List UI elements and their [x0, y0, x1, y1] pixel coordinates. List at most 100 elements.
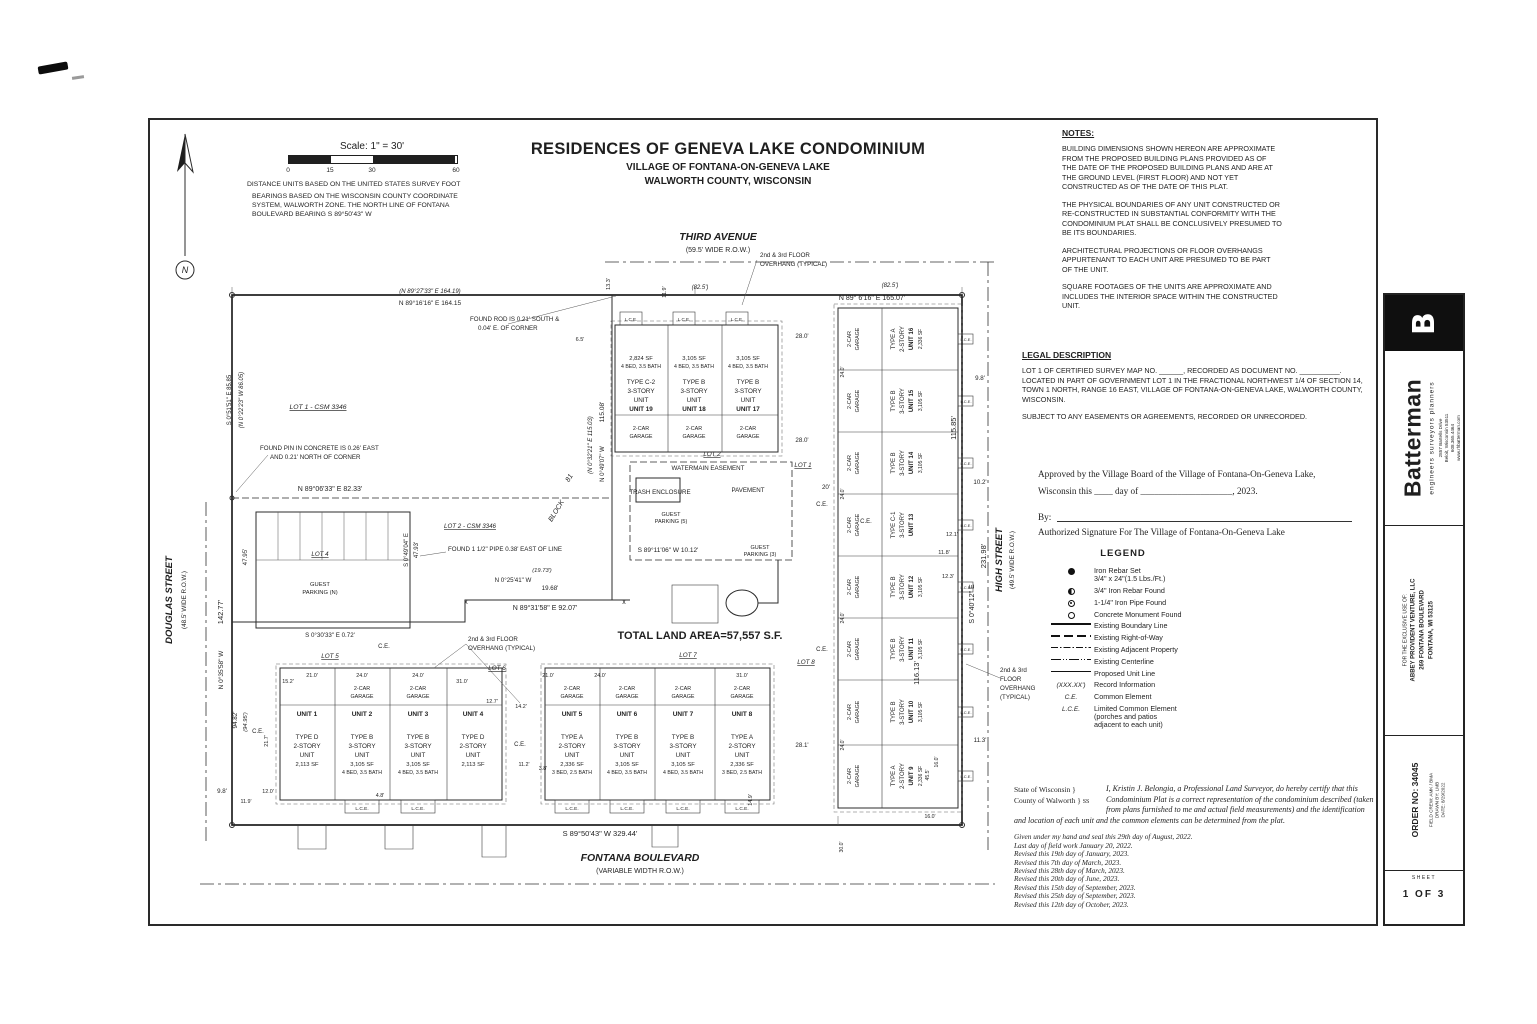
revision-date: Revised this 20th day of June, 2023.: [1014, 874, 1120, 884]
adjacent-property-line-symbol: [1048, 646, 1094, 649]
legend-label-line: Existing Boundary Line: [1094, 621, 1168, 631]
scale-tick: 30: [368, 167, 376, 174]
common-element-symbol: C.E.: [1064, 694, 1078, 702]
iron-rebar-set-symbol: [1048, 567, 1094, 575]
cert-state: State of Wisconsin }: [1014, 785, 1076, 794]
exclusive-use-heading: FOR THE EXCLUSIVE USE OF:: [1402, 593, 1409, 667]
sheet-meta-line: DATE: 8/29/2022: [1441, 782, 1447, 818]
order-number: ORDER NO: 34045: [1410, 762, 1420, 838]
cert-jurisdiction: State of Wisconsin } County of Walworth …: [1014, 784, 1106, 807]
iron-rebar-found-symbol: [1048, 587, 1094, 596]
signature-caption: Authorized Signature For The Village of …: [1038, 526, 1285, 537]
revision-date: Given under my hand and seal this 29th d…: [1014, 832, 1193, 842]
legend-label-line: Iron Rebar Set: [1094, 566, 1141, 575]
legend-item: 3/4" Iron Rebar Found: [1048, 586, 1300, 596]
signature-line: [1057, 511, 1352, 522]
legend-label-line: Limited Common Element: [1094, 703, 1177, 713]
revision-date: Revised this 7th day of March, 2023.: [1014, 857, 1122, 867]
firm-tagline: engineers surveyors planners: [1428, 381, 1436, 495]
legend-item-label: Proposed Unit Line: [1094, 669, 1155, 678]
legend-item-label: 1-1/4" Iron Pipe Found: [1094, 598, 1166, 607]
scan-artifact-small: [71, 75, 85, 80]
right-of-way-line-symbol: [1048, 634, 1094, 637]
legend-label-line: 3/4" Iron Rebar Found: [1094, 586, 1165, 596]
iron-pipe-found-symbol: [1048, 599, 1094, 607]
limited-common-element-symbol: L.C.E.: [1061, 705, 1081, 713]
revision-date: Revised this 25th day of September, 2023…: [1014, 891, 1136, 901]
iron-pipe-found-symbol: [1067, 599, 1075, 607]
legal-heading: LEGAL DESCRIPTION: [1022, 350, 1112, 360]
firm-logo-letter: B: [1406, 311, 1442, 335]
concrete-monument-symbol: [1048, 611, 1094, 619]
scale-bar-segment: [331, 156, 373, 163]
legend-item: 1-1/4" Iron Pipe Found: [1048, 598, 1300, 607]
legend-heading: LEGEND: [1100, 548, 1146, 559]
legend-label-line: 3/4" x 24"(1.5 Lbs./Ft.): [1094, 574, 1166, 584]
legend-item-label: 3/4" Iron Rebar Found: [1094, 586, 1165, 596]
boundary-line-symbol: [1048, 622, 1094, 626]
scale-bar-segment: [289, 156, 331, 163]
by-label: By:: [1038, 511, 1052, 522]
legend-item: C.E. Common Element: [1048, 692, 1300, 702]
approval-line2: Wisconsin this ____ day of _____________…: [1038, 486, 1258, 497]
notes-panel: NOTES: BUILDING DIMENSIONS SHOWN HEREON …: [1062, 128, 1282, 319]
plat-title: RESIDENCES OF GENEVA LAKE CONDOMINIUM VI…: [518, 140, 938, 187]
legend-label-line: Record Information: [1094, 680, 1156, 690]
bearings-note: BEARINGS BASED ON THE WISCONSIN COUNTY C…: [252, 193, 458, 218]
page-title: RESIDENCES OF GENEVA LAKE CONDOMINIUM: [530, 140, 926, 158]
sheet-number: 1 OF 3: [1402, 889, 1446, 900]
firm-address-line: www.rhbatterman.com: [1455, 415, 1461, 461]
revision-date: Revised this 19th day of January, 2023.: [1014, 849, 1130, 859]
legend-item-label: Existing Boundary Line: [1094, 621, 1168, 631]
centerline-symbol: [1048, 658, 1094, 660]
revision-date: Revised this 12th day of October, 2023.: [1014, 899, 1129, 909]
note-item: THE PHYSICAL BOUNDARIES OF ANY UNIT CONS…: [1062, 199, 1282, 238]
iron-rebar-found-symbol: [1067, 588, 1075, 596]
cert-ss: SS: [1082, 799, 1090, 806]
legend-item: Existing Adjacent Property: [1048, 644, 1300, 654]
legend-item: L.C.E. Limited Common Element(porches and…: [1048, 703, 1300, 730]
strip-divider: [1385, 735, 1463, 736]
note-item: ARCHITECTURAL PROJECTIONS OR FLOOR OVERH…: [1062, 245, 1271, 274]
legend-item: (XXX.XX') Record Information: [1048, 680, 1300, 690]
record-info-symbol: (XXX.XX'): [1056, 682, 1086, 690]
legend-item-label: Existing Centerline: [1094, 657, 1154, 666]
client-line: 269 FONTANA BOULEVARD: [1419, 590, 1426, 670]
client-line: FONTANA, WI 53125: [1427, 601, 1434, 659]
page-subtitle-village: VILLAGE OF FONTANA-ON-GENEVA LAKE: [626, 162, 830, 173]
approval-panel: Approved by the Village Board of the Vil…: [1038, 468, 1352, 543]
legend-item-label: Record Information: [1094, 680, 1156, 690]
legal-description-panel: LEGAL DESCRIPTION LOT 1 OF CERTIFIED SUR…: [1022, 350, 1368, 430]
firm-logo: B: [1385, 295, 1463, 351]
cert-county: County of Walworth }: [1014, 796, 1081, 806]
legend-item-label: Existing Right-of-Way: [1094, 633, 1163, 642]
cert-county-row: County of Walworth } SS: [1014, 795, 1106, 807]
legend-item: Concrete Monument Found: [1048, 610, 1300, 619]
client-info: FOR THE EXCLUSIVE USE OF: ABBEY PROVIDEN…: [1402, 579, 1435, 682]
unit-line-symbol: [1051, 670, 1091, 672]
sheet-label: SHEET: [1411, 875, 1437, 881]
scale-tick: 15: [326, 167, 334, 174]
concrete-monument-symbol: [1067, 611, 1075, 619]
legend-item-label: Common Element: [1094, 692, 1152, 702]
right-of-way-line-symbol: [1051, 635, 1091, 637]
boundary-line-symbol: [1051, 623, 1091, 626]
legend-label-line: Common Element: [1094, 692, 1152, 702]
unit-line-symbol: [1048, 670, 1094, 672]
legend-label-line: (porches and patios: [1094, 712, 1158, 722]
legend-item: Existing Centerline: [1048, 657, 1300, 666]
scale-bar: [288, 155, 458, 164]
revision-date: Last day of field work January 20, 2022.: [1014, 840, 1133, 850]
scale-tick: 60: [452, 167, 460, 174]
centerline-symbol: [1051, 658, 1091, 660]
distance-units-note: DISTANCE UNITS BASED ON THE UNITED STATE…: [247, 181, 461, 188]
iron-rebar-set-symbol: [1067, 568, 1075, 575]
firm-name: Batterman: [1399, 378, 1426, 498]
legal-body: LOT 1 OF CERTIFIED SURVEY MAP NO. ______…: [1022, 366, 1363, 404]
legend-label-line: Existing Adjacent Property: [1094, 644, 1178, 654]
